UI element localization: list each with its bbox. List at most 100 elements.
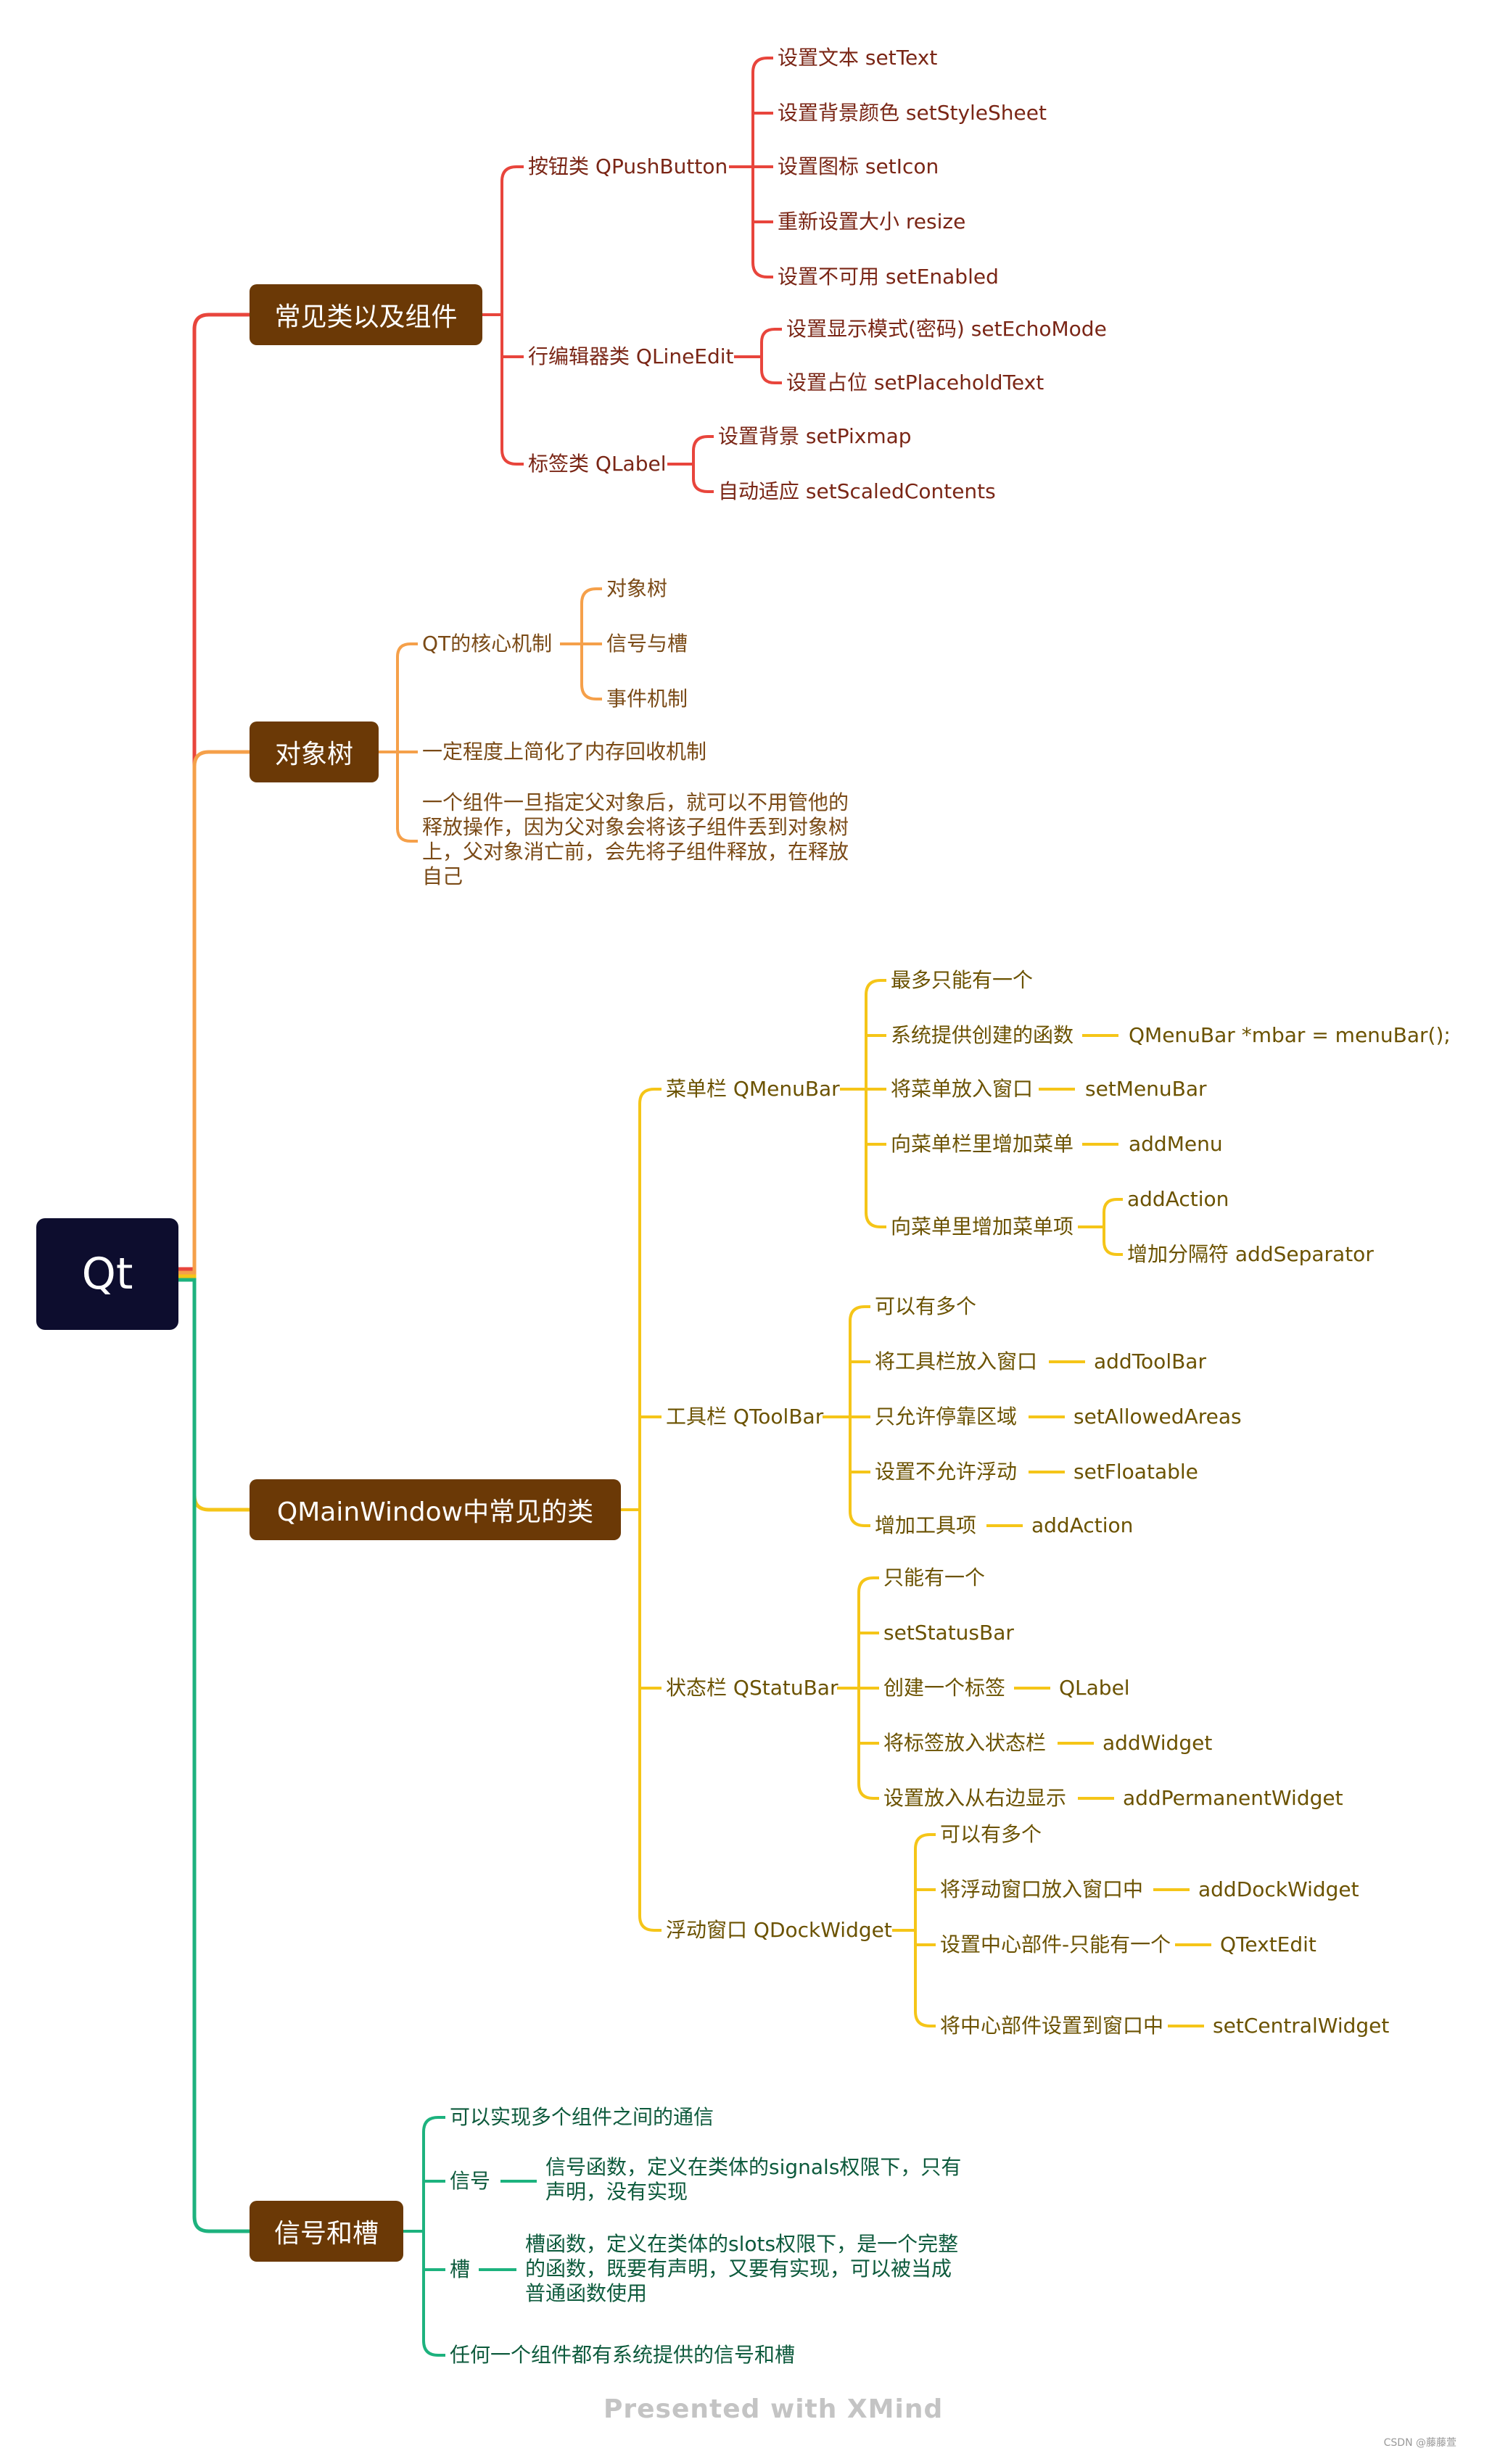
node-setcentralwidget[interactable]: setCentralWidget (1213, 2014, 1390, 2038)
root-node[interactable]: Qt (36, 1218, 178, 1330)
link-root-b2 (176, 750, 252, 1275)
root-label: Qt (81, 1249, 133, 1299)
node-slot[interactable]: 槽 (450, 2257, 471, 2281)
link-b3-s-kids (837, 1576, 879, 1800)
node-qlineedit[interactable]: 行编辑器类 QLineEdit (528, 344, 734, 368)
link-b1-spine (482, 181, 503, 450)
link-root-b1 (176, 313, 252, 1271)
node-statusbar-right-side[interactable]: 设置放入从右边显示 (883, 1786, 1067, 1810)
node-memory-recycling[interactable]: 一定程度上简化了内存回收机制 (422, 740, 707, 764)
node-seticon[interactable]: 设置图标 setIcon (778, 154, 939, 178)
node-toolbar-multiple[interactable]: 可以有多个 (875, 1294, 977, 1318)
node-core-mechanism[interactable]: QT的核心机制 (422, 632, 553, 656)
node-addpermanentwidget[interactable]: addPermanentWidget (1123, 1786, 1343, 1810)
link-b2-n3 (396, 827, 418, 843)
node-toolbar-dock-area[interactable]: 只允许停靠区域 (875, 1405, 1018, 1429)
node-setechomode[interactable]: 设置显示模式(密码) setEchoMode (786, 317, 1107, 341)
node-builtin-signals[interactable]: 任何一个组件都有系统提供的信号和槽 (450, 2343, 796, 2367)
link-b3-s-ext (1014, 1687, 1114, 1800)
node-addmenu[interactable]: addMenu (1129, 1132, 1223, 1156)
node-toolbar-add-window[interactable]: 将工具栏放入窗口 (875, 1349, 1038, 1373)
node-menu-add-item[interactable]: 向菜单里增加菜单项 (891, 1215, 1074, 1239)
branch-qmainwindow[interactable]: QMainWindow中常见的类 (250, 1479, 621, 1540)
node-menubar-create-func[interactable]: 系统提供创建的函数 (891, 1023, 1074, 1047)
node-qstatusbar[interactable]: 状态栏 QStatuBar (666, 1676, 838, 1700)
link-b3-spine (621, 1104, 641, 1916)
node-resize[interactable]: 重新设置大小 resize (778, 210, 966, 233)
link-b3-t-kids (823, 1305, 870, 1527)
link-b2-n1-kids (560, 587, 602, 700)
node-signals-and-slots[interactable]: 信号与槽 (606, 632, 688, 656)
node-menubar-set-window[interactable]: 将菜单放入窗口 (891, 1077, 1034, 1101)
node-addtoolbar[interactable]: addToolBar (1094, 1349, 1206, 1373)
link-root-b3 (176, 1274, 252, 1512)
node-setallowedareas[interactable]: setAllowedAreas (1074, 1405, 1242, 1429)
link-b1-n3 (500, 449, 524, 466)
node-signal-desc[interactable]: 信号函数，定义在类体的signals权限下，只有声明，没有实现 (545, 2155, 962, 2204)
node-addwidget[interactable]: addWidget (1103, 1731, 1213, 1755)
branch-signals-slots[interactable]: 信号和槽 (250, 2201, 403, 2262)
node-central-widget-one[interactable]: 设置中心部件-只能有一个 (940, 1932, 1171, 1956)
node-dock-multiple[interactable]: 可以有多个 (940, 1822, 1042, 1846)
node-setenabled[interactable]: 设置不可用 setEnabled (778, 265, 999, 289)
link-b3-d (638, 1915, 662, 1932)
link-b3-m-kids (840, 979, 886, 1228)
node-statusbar-add-label[interactable]: 将标签放入状态栏 (883, 1731, 1047, 1755)
node-setpixmap[interactable]: 设置背景 setPixmap (718, 424, 912, 448)
node-statusbar-qlabel[interactable]: QLabel (1059, 1676, 1130, 1700)
node-set-central-window[interactable]: 将中心部件设置到窗口中 (940, 2014, 1164, 2038)
node-qdockwidget[interactable]: 浮动窗口 QDockWidget (666, 1918, 892, 1942)
link-b3-m-ext (1039, 1034, 1123, 1256)
node-object-tree[interactable]: 对象树 (606, 576, 668, 600)
link-b2-spine (379, 657, 399, 828)
link-b1-n1-kids (729, 57, 773, 278)
node-setscaledcontents[interactable]: 自动适应 setScaledContents (718, 479, 996, 503)
node-dock-add-window[interactable]: 将浮动窗口放入窗口中 (940, 1877, 1144, 1901)
link-b4-n1 (422, 2116, 445, 2133)
node-addseparator[interactable]: 增加分隔符 addSeparator (1127, 1242, 1374, 1266)
branch-object-tree-label: 对象树 (274, 740, 353, 769)
node-menubar-max-one[interactable]: 最多只能有一个 (891, 968, 1034, 992)
node-setfloatable[interactable]: setFloatable (1074, 1460, 1198, 1484)
branch-qmainwindow-label: QMainWindow中常见的类 (276, 1497, 594, 1527)
node-setmenubar[interactable]: setMenuBar (1085, 1077, 1207, 1101)
node-toolbar-addaction[interactable]: addAction (1031, 1513, 1134, 1537)
branch-common-classes[interactable]: 常见类以及组件 (250, 284, 482, 345)
node-toolbar-no-float[interactable]: 设置不允许浮动 (875, 1460, 1018, 1484)
node-qpushbutton[interactable]: 按钮类 QPushButton (528, 154, 728, 178)
node-slot-desc[interactable]: 槽函数，定义在类体的slots权限下，是一个完整的函数，既要有声明，又要有实现，… (525, 2232, 959, 2305)
branch-object-tree[interactable]: 对象树 (250, 722, 379, 782)
link-b1-n2-kids (734, 328, 782, 384)
link-b3-d-ext (1153, 1888, 1211, 2027)
node-parent-release[interactable]: 一个组件一旦指定父对象后，就可以不用管他的释放操作，因为父对象会将该子组件丢到对… (422, 790, 849, 888)
branch-common-classes-label: 常见类以及组件 (274, 302, 458, 332)
node-setplaceholdtext[interactable]: 设置占位 setPlaceholdText (786, 371, 1044, 394)
node-toolbar-add-item[interactable]: 增加工具项 (875, 1513, 977, 1537)
node-adddockwidget[interactable]: addDockWidget (1198, 1877, 1359, 1901)
link-b2-n1 (396, 642, 418, 658)
link-b4-spine (403, 2132, 425, 2341)
link-root-b4 (176, 1278, 252, 2233)
link-b1-n1 (500, 165, 524, 182)
node-menubar-add-menu[interactable]: 向菜单栏里增加菜单 (891, 1132, 1074, 1156)
link-b1-n3-kids (667, 435, 714, 493)
node-signal[interactable]: 信号 (450, 2169, 491, 2193)
link-b3-t-ext (986, 1360, 1085, 1527)
node-settext[interactable]: 设置文本 setText (778, 46, 938, 70)
credit-text: CSDN @藤藤萱 (1383, 2437, 1456, 2449)
node-qtextedit[interactable]: QTextEdit (1220, 1932, 1316, 1956)
node-qtoolbar[interactable]: 工具栏 QToolBar (666, 1405, 824, 1429)
node-communication[interactable]: 可以实现多个组件之间的通信 (450, 2105, 714, 2129)
node-event-mechanism[interactable]: 事件机制 (606, 687, 688, 711)
node-qlabel[interactable]: 标签类 QLabel (528, 452, 667, 476)
node-statusbar-only-one[interactable]: 只能有一个 (883, 1566, 986, 1589)
link-b4-n4 (422, 2340, 445, 2357)
node-menubar-create-func-code[interactable]: QMenuBar *mbar = menuBar(); (1129, 1023, 1451, 1047)
footer-xmind: Presented with XMind (603, 2394, 944, 2424)
node-statusbar-create-label[interactable]: 创建一个标签 (883, 1676, 1006, 1700)
node-menu-addaction[interactable]: addAction (1127, 1187, 1229, 1211)
node-qmenubar[interactable]: 菜单栏 QMenuBar (666, 1077, 840, 1101)
node-setstylesheet[interactable]: 设置背景颜色 setStyleSheet (778, 101, 1047, 125)
node-setstatusbar[interactable]: setStatusBar (883, 1621, 1014, 1645)
